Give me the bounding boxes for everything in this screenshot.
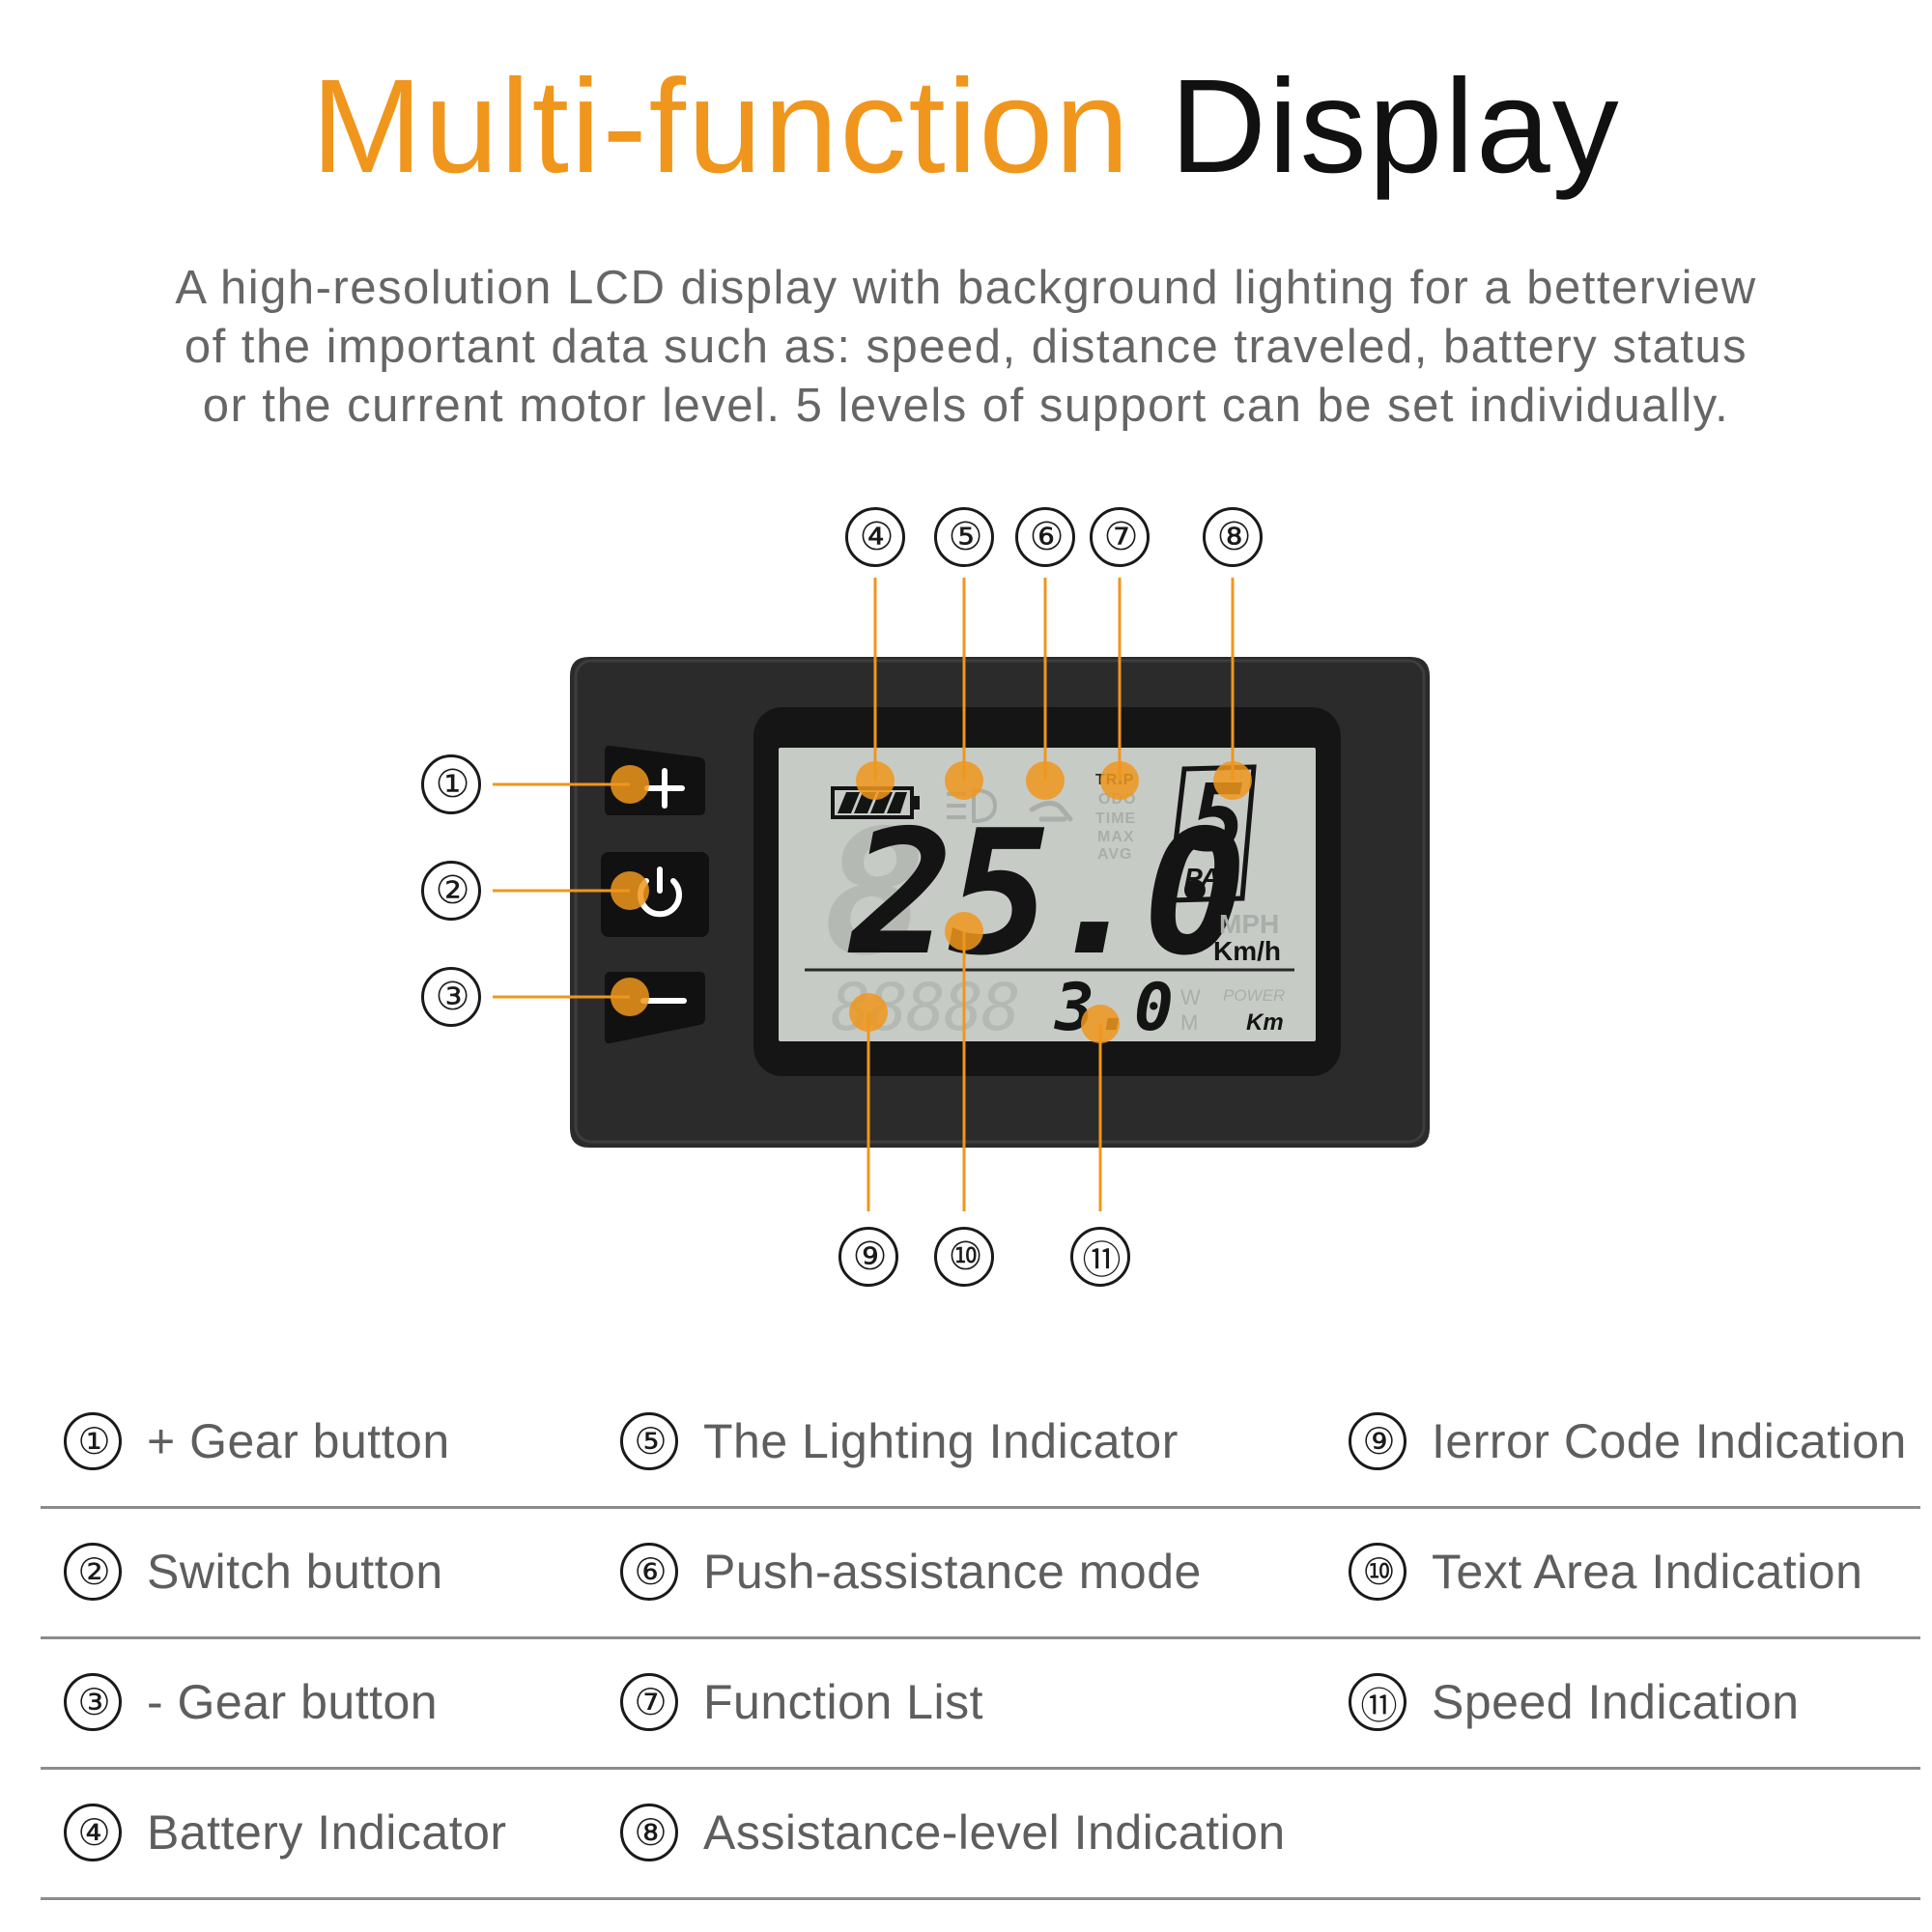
legend-mark: ⑥ xyxy=(620,1543,678,1601)
legend-label: Function List xyxy=(703,1675,983,1729)
legend-label: Speed Indication xyxy=(1432,1675,1800,1729)
legend-label: Switch button xyxy=(147,1545,443,1599)
unit-m: M xyxy=(1180,1010,1198,1035)
legend-mark: ④ xyxy=(64,1804,122,1861)
legend-row: ① + Gear button ⑤ The Lighting Indicator… xyxy=(41,1378,1920,1509)
legend-item: ⑪ Speed Indication xyxy=(1349,1672,1800,1732)
description-line: or the current motor level. 5 levels of … xyxy=(202,380,1730,432)
power-label: POWER xyxy=(1223,986,1285,1005)
function-avg: AVG xyxy=(1097,846,1132,863)
legend-label: + Gear button xyxy=(147,1414,450,1468)
legend-item: ④ Battery Indicator xyxy=(64,1803,507,1862)
legend-label: Battery Indicator xyxy=(147,1805,507,1860)
display-diagram: TRIP ODO TIME MAX AVG 5 PAS 8 25.0 MPH K… xyxy=(493,578,1430,1211)
description-line: A high-resolution LCD display with backg… xyxy=(175,262,1757,314)
callout-9: ⑨ xyxy=(838,1227,898,1287)
legend-mark: ② xyxy=(64,1543,122,1601)
callout-1: ① xyxy=(421,754,481,814)
callout-8: ⑧ xyxy=(1203,507,1263,567)
legend-row: ② Switch button ⑥ Push-assistance mode ⑩… xyxy=(41,1509,1920,1639)
legend-label: Assistance-level Indication xyxy=(703,1805,1286,1860)
legend-mark: ① xyxy=(64,1412,122,1470)
callout-10: ⑩ xyxy=(934,1227,994,1287)
distance-unit-km: Km xyxy=(1246,1009,1284,1036)
callout-7: ⑦ xyxy=(1090,507,1150,567)
legend-mark: ⑧ xyxy=(620,1804,678,1861)
hotspots xyxy=(611,761,1252,1043)
legend-item: ⑨ Ierror Code Indication xyxy=(1349,1411,1907,1471)
legend-item: ⑤ The Lighting Indicator xyxy=(620,1411,1179,1471)
callout-3: ③ xyxy=(421,967,481,1027)
legend-mark: ③ xyxy=(64,1673,122,1731)
callout-4: ④ xyxy=(845,507,905,567)
speed-value: 25.0 xyxy=(847,793,1241,993)
title-dark: Display xyxy=(1170,52,1621,201)
device-highlight xyxy=(574,659,1426,1144)
legend-item: ⑥ Push-assistance mode xyxy=(620,1542,1202,1602)
legend-mark: ⑨ xyxy=(1349,1412,1406,1470)
legend-item: ⑧ Assistance-level Indication xyxy=(620,1803,1286,1862)
lcd-screen xyxy=(779,748,1316,1041)
callout-6: ⑥ xyxy=(1015,507,1075,567)
legend-item: ⑦ Function List xyxy=(620,1672,983,1732)
legend-label: Push-assistance mode xyxy=(703,1545,1202,1599)
description: A high-resolution LCD display with backg… xyxy=(77,259,1855,436)
walk-assist-icon xyxy=(1029,801,1073,822)
legend-row: ④ Battery Indicator ⑧ Assistance-level I… xyxy=(41,1770,1920,1900)
legend-mark: ⑤ xyxy=(620,1412,678,1470)
legend-mark: ⑦ xyxy=(620,1673,678,1731)
pas-label: PAS xyxy=(1184,863,1238,893)
legend-label: Ierror Code Indication xyxy=(1432,1414,1907,1468)
function-max: MAX xyxy=(1097,829,1135,845)
legend-label: Text Area Indication xyxy=(1432,1545,1863,1599)
speed-ghost: 8 xyxy=(823,793,921,993)
legend-mark: ⑩ xyxy=(1349,1543,1406,1601)
plus-icon xyxy=(644,768,685,809)
legend-row: ③ - Gear button ⑦ Function List ⑪ Speed … xyxy=(41,1639,1920,1770)
legend-label: The Lighting Indicator xyxy=(703,1414,1179,1468)
legend-item: ② Switch button xyxy=(64,1542,443,1602)
legend-item: ③ - Gear button xyxy=(64,1672,438,1732)
callout-5: ⑤ xyxy=(934,507,994,567)
leader-lines xyxy=(493,578,1235,1211)
function-time: TIME xyxy=(1095,810,1136,827)
legend-item: ① + Gear button xyxy=(64,1411,450,1471)
legend: ① + Gear button ⑤ The Lighting Indicator… xyxy=(41,1378,1920,1900)
speed-unit-kmh: Km/h xyxy=(1213,936,1281,966)
unit-w: W xyxy=(1180,985,1201,1009)
speed-unit-mph: MPH xyxy=(1219,909,1279,939)
callout-11: ⑪ xyxy=(1070,1227,1130,1287)
legend-mark: ⑪ xyxy=(1349,1673,1406,1731)
title-accent: Multi-function xyxy=(311,52,1131,201)
description-line: of the important data such as: speed, di… xyxy=(184,321,1748,373)
legend-item: ⑩ Text Area Indication xyxy=(1349,1542,1862,1602)
callout-2: ② xyxy=(421,861,481,921)
legend-label: - Gear button xyxy=(147,1675,439,1729)
page-title: Multi-function Display xyxy=(0,60,1932,193)
